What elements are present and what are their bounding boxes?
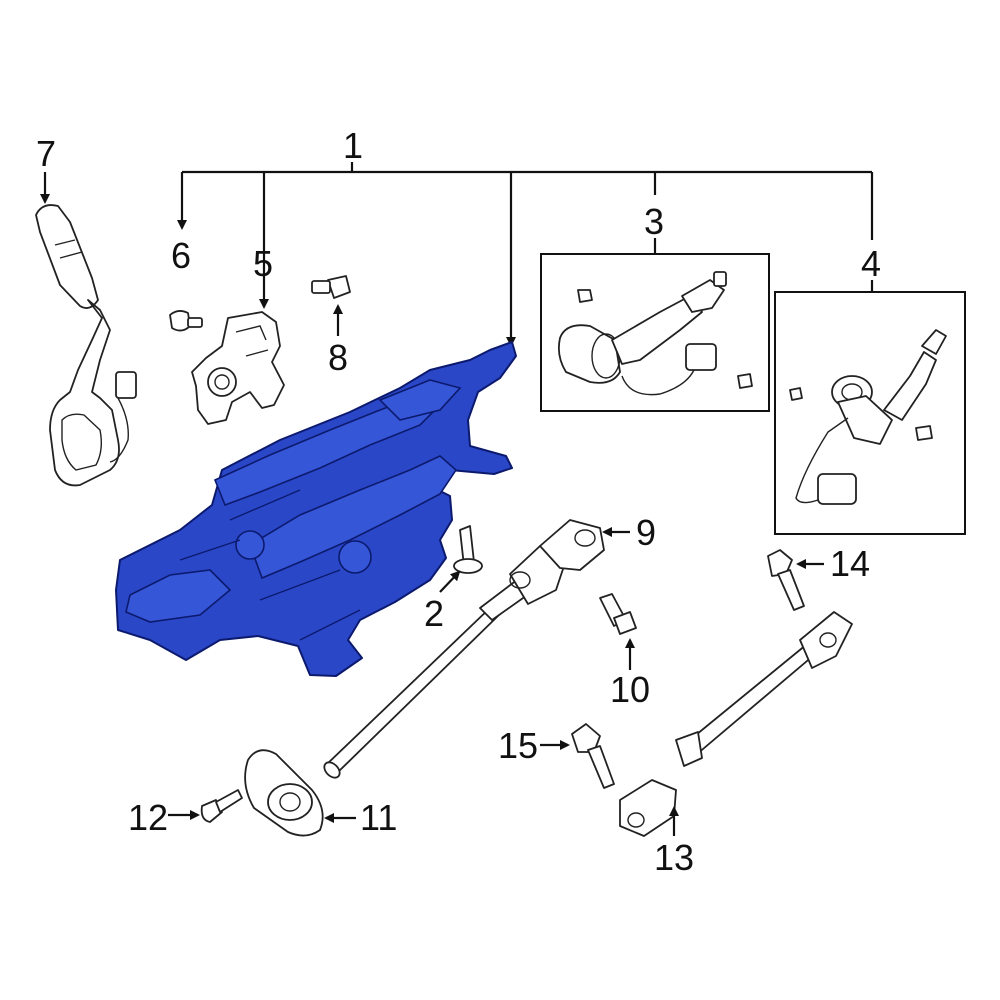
- part-2-bolt[interactable]: [439, 525, 483, 593]
- part-1-steering-column[interactable]: [115, 341, 517, 677]
- part-8-bolt[interactable]: [311, 275, 351, 336]
- part-15-bolt[interactable]: [540, 723, 615, 789]
- callout-9: 9: [636, 512, 656, 553]
- part-10-bolt[interactable]: [599, 593, 637, 670]
- part-13-lower-shaft[interactable]: [619, 611, 853, 837]
- callout-1: 1: [343, 125, 363, 166]
- part-14-bolt[interactable]: [767, 549, 824, 611]
- callout-10: 10: [610, 669, 650, 710]
- part-9-intermediate-shaft[interactable]: [321, 519, 630, 781]
- part-11-boot[interactable]: [244, 749, 356, 837]
- callout-11: 11: [360, 797, 397, 838]
- callout-3: 3: [644, 201, 664, 242]
- callout-5: 5: [253, 243, 273, 284]
- callout-14: 14: [830, 543, 870, 584]
- part-12-bolt[interactable]: [168, 789, 243, 823]
- part-3-lock-assembly[interactable]: [557, 271, 753, 396]
- callout-2: 2: [424, 593, 444, 634]
- callout-4: 4: [861, 243, 881, 284]
- item-1-bracket: [177, 162, 874, 347]
- item-3-box: [540, 238, 770, 412]
- part-7-switch-lever[interactable]: [35, 172, 137, 487]
- part-6-bolt[interactable]: [169, 310, 203, 332]
- callout-7: 7: [36, 133, 56, 174]
- part-5-bracket[interactable]: [191, 311, 285, 425]
- part-4-ignition-assembly[interactable]: [789, 329, 947, 505]
- callout-8: 8: [328, 337, 348, 378]
- callout-15: 15: [498, 725, 538, 766]
- item-4-box: [774, 280, 966, 535]
- callout-13: 13: [654, 837, 694, 878]
- callout-6: 6: [171, 235, 191, 276]
- callout-12: 12: [128, 797, 168, 838]
